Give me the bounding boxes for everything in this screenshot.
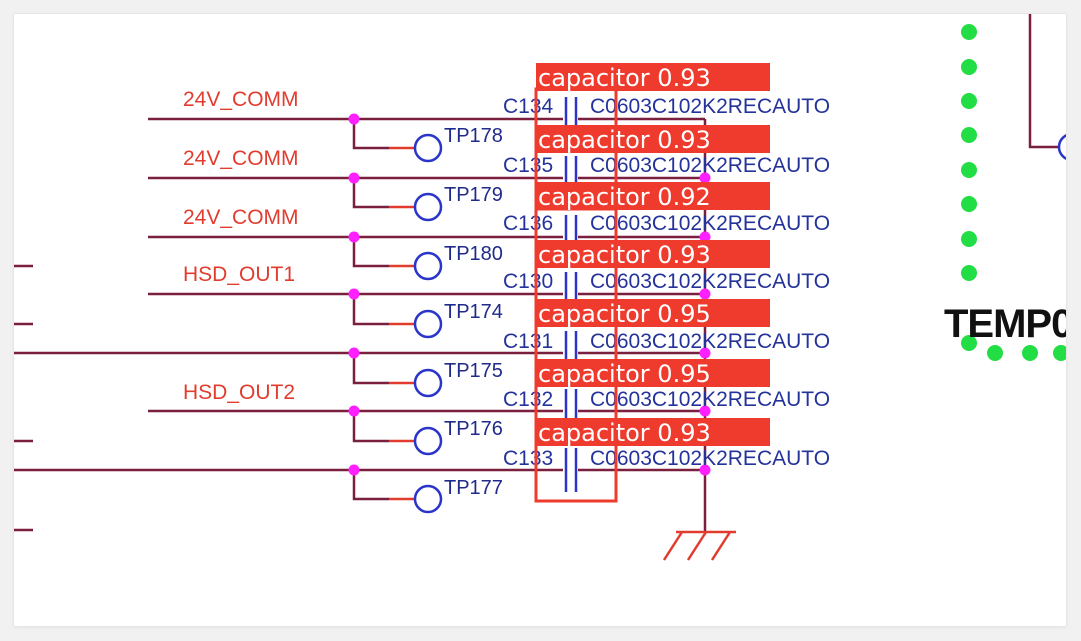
test-point-symbols (413, 133, 443, 514)
capacitor-part-number: C0603C102K2RECAUTO (590, 212, 830, 235)
capacitor-part-number: C0603C102K2RECAUTO (590, 154, 830, 177)
net-label: 24V_COMM (183, 147, 299, 170)
junction-dots (348, 113, 711, 476)
capacitor-icon (564, 448, 578, 492)
test-point-label: TP175 (444, 360, 503, 382)
detection-label: capacitor 0.93 (538, 126, 711, 154)
net-label: 24V_COMM (183, 206, 299, 229)
test-point-label: TP174 (444, 301, 503, 323)
capacitor-ref-label: C131 (503, 330, 553, 353)
detection-box: capacitor 0.92 (534, 182, 770, 268)
capacitor-part-number: C0603C102K2RECAUTO (590, 388, 830, 411)
detection-label: capacitor 0.95 (538, 300, 711, 328)
detection-label: capacitor 0.95 (538, 360, 711, 388)
test-point-icon (413, 368, 443, 398)
detection-overlays: capacitor 0.93 capacitor 0.93 capacitor … (534, 63, 770, 503)
schematic-viewer: 24V_COMM 24V_COMM 24V_COMM HSD_OUT1 HSD_… (14, 14, 1066, 626)
component-label: TEMP0 (944, 302, 1066, 346)
test-point-icon (413, 309, 443, 339)
capacitor-part-number: C0603C102K2RECAUTO (590, 330, 830, 353)
schematic-canvas: 24V_COMM 24V_COMM 24V_COMM HSD_OUT1 HSD_… (14, 14, 1066, 561)
capacitor-ref-label: C132 (503, 388, 553, 411)
detection-label: capacitor 0.93 (538, 241, 711, 269)
detection-box: capacitor 0.95 (534, 359, 770, 444)
capacitor-ref-label: C135 (503, 154, 553, 177)
test-point-label: TP176 (444, 418, 503, 440)
detection-box: capacitor 0.95 (534, 299, 770, 386)
detection-box: capacitor 0.93 (534, 125, 770, 211)
detection-box: capacitor 0.93 (534, 240, 770, 327)
test-point-icon (413, 192, 443, 222)
left-stub-wires (14, 264, 33, 532)
test-point-icon (413, 426, 443, 456)
net-label: HSD_OUT2 (183, 381, 295, 404)
test-point-icon (1057, 134, 1066, 160)
ground-icon (662, 530, 736, 561)
test-point-label: TP180 (444, 243, 503, 265)
test-point-label: TP179 (444, 184, 503, 206)
capacitor-ref-label: C133 (503, 447, 553, 470)
green-dot-outline (961, 24, 1066, 361)
test-point-label: TP178 (444, 125, 503, 147)
capacitor-ref-label: C136 (503, 212, 553, 235)
test-point-label: TP177 (444, 477, 503, 499)
net-label: 24V_COMM (183, 88, 299, 111)
detection-box: capacitor 0.93 (534, 418, 770, 503)
net-label: HSD_OUT1 (183, 263, 295, 286)
detection-label: capacitor 0.93 (538, 64, 711, 92)
test-point-branches (352, 119, 389, 501)
test-point-icon (413, 484, 443, 514)
detection-label: capacitor 0.92 (538, 183, 711, 211)
detection-label: capacitor 0.93 (538, 419, 711, 447)
capacitor-ref-label: C134 (503, 95, 554, 118)
test-point-icon (413, 133, 443, 163)
capacitor-part-number: C0603C102K2RECAUTO (590, 447, 830, 470)
capacitor-part-number: C0603C102K2RECAUTO (590, 270, 830, 293)
detection-box: capacitor 0.93 (534, 63, 770, 153)
test-point-leads (389, 146, 415, 501)
right-component-outline (1028, 14, 1058, 149)
test-point-icon (413, 251, 443, 281)
capacitor-part-number: C0603C102K2RECAUTO (590, 95, 830, 118)
capacitor-ref-label: C130 (503, 270, 553, 293)
